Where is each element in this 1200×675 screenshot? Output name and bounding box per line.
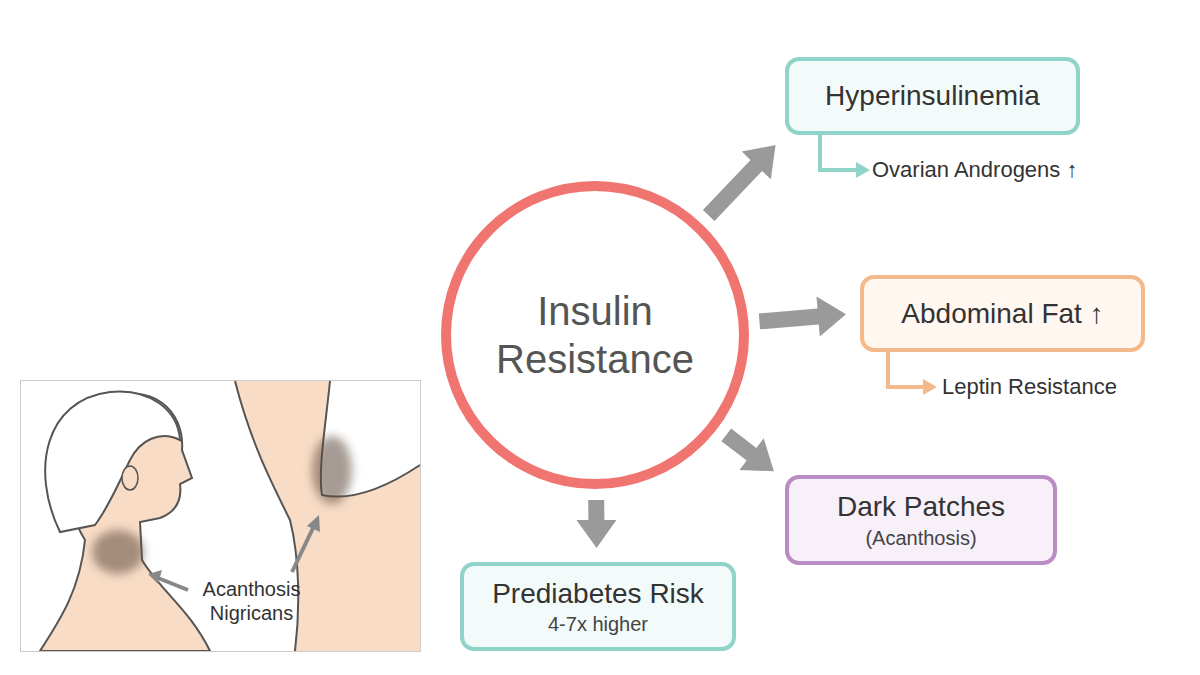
node-title: Dark Patches (837, 490, 1005, 524)
orange-leader (888, 352, 925, 387)
circle-outline (440, 180, 750, 490)
hair (45, 392, 180, 532)
node-subtitle: (Acanthosis) (865, 526, 976, 550)
effect-box: Abdominal Fat ↑ (860, 275, 1145, 352)
teal-head (856, 162, 870, 178)
armpit-patch (312, 436, 352, 504)
node-title: Insulin Resistance (480, 287, 710, 383)
block-arrow (703, 145, 776, 221)
node-title: Abdominal Fat ↑ (901, 297, 1103, 331)
central-circle: Insulin Resistance (440, 180, 750, 490)
node-title: Hyperinsulinemia (825, 79, 1040, 113)
node-subtitle: 4-7x higher (548, 612, 648, 636)
orange-head (923, 379, 937, 395)
leader-line (158, 578, 188, 590)
effect-box: Hyperinsulinemia (785, 57, 1080, 135)
leader-line (292, 526, 314, 572)
block-arrow (721, 429, 774, 472)
leader-head (307, 515, 320, 532)
woman-illustration (40, 381, 420, 651)
neck-patch (92, 530, 144, 574)
sub-arrow (888, 352, 937, 395)
leader-head (148, 570, 162, 584)
sub-effect-label: Leptin Resistance (942, 374, 1117, 400)
effect-box: Dark Patches(Acanthosis) (785, 475, 1057, 565)
node-title: Prediabetes Risk (492, 577, 704, 611)
ear (122, 466, 138, 490)
risk-box: Prediabetes Risk4-7x higher (460, 562, 736, 651)
sub-effect-label: Ovarian Androgens ↑ (872, 157, 1077, 183)
illustration-frame: Acanthosis Nigricans (20, 380, 421, 652)
block-arrow (759, 297, 846, 337)
node-title: Acanthosis Nigricans (189, 577, 314, 625)
sub-arrow (820, 135, 870, 178)
circle-shape (446, 186, 744, 484)
teal-leader (820, 135, 858, 170)
block-arrow (576, 500, 616, 548)
